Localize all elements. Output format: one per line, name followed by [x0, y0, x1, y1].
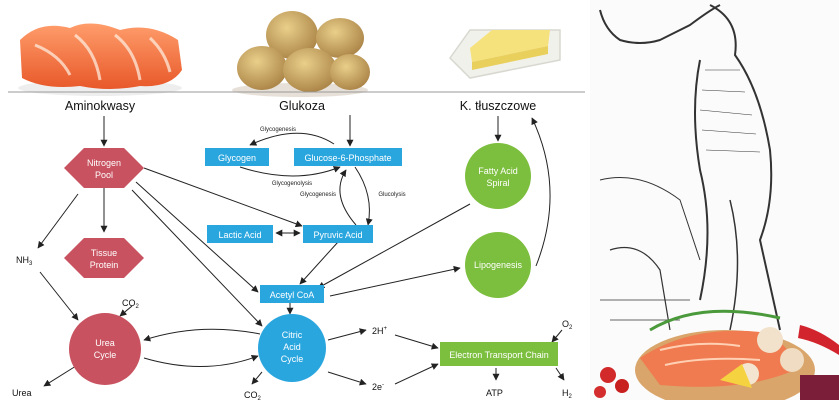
- urea-cycle-label-1: Urea: [95, 338, 115, 348]
- two-e-label: 2e-: [372, 382, 384, 392]
- header-glucose: Glukoza: [279, 99, 325, 113]
- atp-label: ATP: [486, 388, 503, 398]
- lipogenesis-node: Lipogenesis: [465, 232, 531, 298]
- arrow-pyruvic-to-acetyl: [299, 241, 339, 285]
- o2-label: O2: [562, 319, 573, 331]
- arrow-urea-to-citric: [143, 354, 259, 368]
- urea-cycle-node: Urea Cycle: [69, 313, 141, 385]
- arrow-urea-to-output: [43, 365, 77, 387]
- nitrogen-pool-label-1: Nitrogen: [87, 158, 121, 168]
- tissue-protein-label-2: Protein: [90, 260, 119, 270]
- arrow-2h-to-etc: [394, 334, 439, 350]
- glycogenesis-top-label: Glycogenesis: [260, 127, 296, 133]
- glycogenesis-mid-label: Glycogenesis: [300, 192, 336, 198]
- pyruvic-acid-label: Pyruvic Acid: [313, 230, 362, 240]
- arrow-nitrogen-to-acetyl: [135, 181, 259, 293]
- arrow-glycogenesis-top: [249, 132, 335, 146]
- arrow-nh3-to-urea: [39, 271, 79, 321]
- glucolysis-label: Glucolysis: [378, 192, 405, 198]
- tissue-protein-label-1: Tissue: [91, 248, 117, 258]
- h2-label: H2: [562, 388, 573, 400]
- arrow-citric-to-2e: [327, 371, 367, 386]
- header-fatty: K. tłuszczowe: [460, 99, 536, 113]
- arrow-glycogenolysis: [239, 166, 341, 177]
- arrow-spiral-to-acetyl: [317, 203, 471, 289]
- etc-label: Electron Transport Chain: [449, 350, 549, 360]
- g6p-label: Glucose-6-Phosphate: [304, 153, 391, 163]
- arrow-nitrogen-to-nh3: [37, 193, 79, 249]
- glycogenolysis-label: Glycogenolysis: [272, 181, 312, 187]
- lactic-acid-node: Lactic Acid: [207, 225, 273, 243]
- etc-node: Electron Transport Chain: [440, 342, 558, 366]
- citric-cycle-node: Citric Acid Cycle: [258, 314, 326, 382]
- arrow-2e-to-etc: [394, 363, 439, 385]
- urea-cycle-label-2: Cycle: [94, 350, 117, 360]
- arrow-co2-to-urea: [119, 305, 133, 317]
- citric-label-1: Citric: [282, 330, 303, 340]
- two-h-label: 2H+: [372, 326, 388, 336]
- pyruvic-acid-node: Pyruvic Acid: [303, 225, 373, 243]
- co2-bottom-label: CO2: [244, 390, 262, 400]
- acetyl-coa-node: Acetyl CoA: [260, 285, 324, 303]
- urea-output-label: Urea: [12, 388, 32, 398]
- arrow-citric-to-2h: [327, 328, 367, 341]
- acetyl-coa-label: Acetyl CoA: [270, 290, 315, 300]
- arrow-glycolysis: [354, 166, 373, 226]
- butter-image: [449, 29, 561, 79]
- arrow-o2-to-etc: [551, 329, 563, 343]
- glycogen-label: Glycogen: [218, 153, 256, 163]
- potatoes-image: [232, 11, 370, 97]
- nitrogen-pool-label-2: Pool: [95, 170, 113, 180]
- fatty-spiral-label-1: Fatty Acid: [478, 166, 518, 176]
- citric-label-2: Acid: [283, 342, 301, 352]
- lipogenesis-label: Lipogenesis: [474, 260, 523, 270]
- citric-label-3: Cycle: [281, 354, 304, 364]
- fatty-spiral-label-2: Spiral: [486, 178, 509, 188]
- lactic-acid-label: Lactic Acid: [218, 230, 261, 240]
- arrow-citric-to-co2: [251, 371, 263, 385]
- arrow-gluconeogenesis: [339, 169, 357, 226]
- salmon-image: [18, 23, 182, 96]
- glycogen-node: Glycogen: [205, 148, 269, 166]
- nitrogen-pool-node: Nitrogen Pool: [64, 148, 144, 188]
- arrows: [37, 115, 565, 387]
- tissue-protein-node: Tissue Protein: [64, 238, 144, 278]
- arrow-nitrogen-to-citric: [131, 189, 263, 327]
- co2-top-label: CO2: [122, 298, 140, 310]
- arrow-acetyl-to-lipogenesis: [329, 265, 461, 297]
- arrow-nitrogen-to-pyruvic: [143, 167, 303, 228]
- arrow-lipogenesis-to-fatty: [531, 117, 551, 267]
- header-amino: Aminokwasy: [65, 99, 136, 113]
- arrow-citric-to-urea: [143, 328, 261, 342]
- g6p-node: Glucose-6-Phosphate: [294, 148, 402, 166]
- food-collage-image: [594, 309, 839, 405]
- arrow-etc-to-h2: [555, 367, 565, 381]
- nh3-label: NH3: [16, 255, 33, 267]
- fatty-acid-spiral-node: Fatty Acid Spiral: [465, 143, 531, 209]
